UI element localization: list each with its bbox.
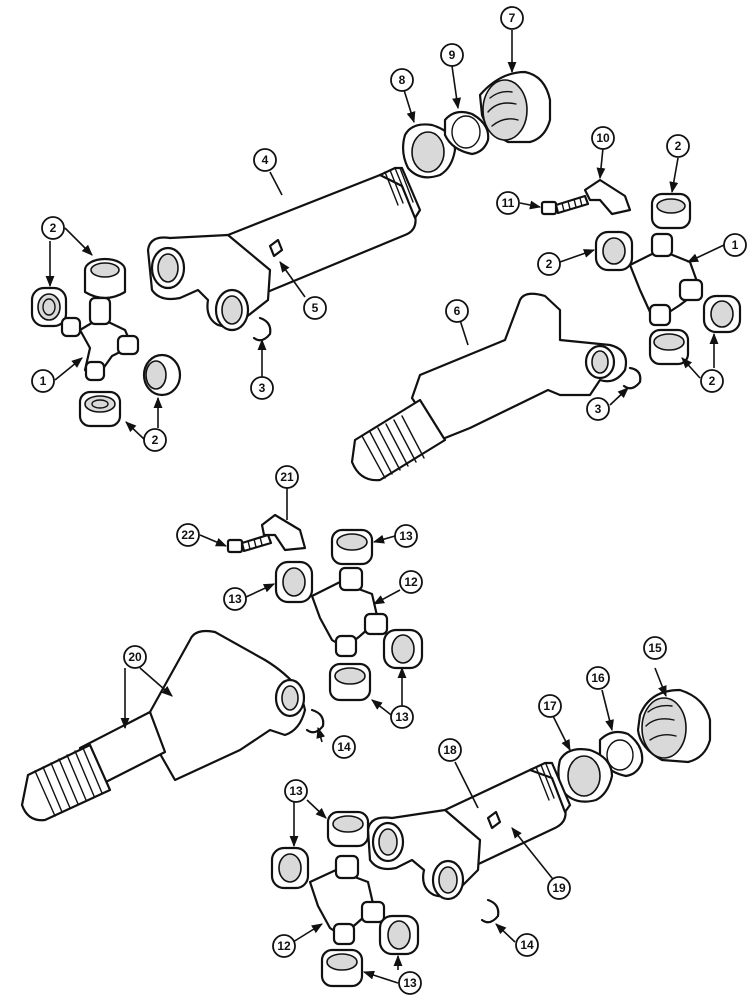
- svg-text:5: 5: [312, 301, 319, 315]
- svg-text:13: 13: [289, 784, 303, 798]
- callout-19: 19: [547, 876, 571, 900]
- callout-17: 17: [538, 694, 562, 718]
- bolt-22: [226, 533, 273, 554]
- svg-text:14: 14: [337, 740, 351, 754]
- slip-yoke-6: [350, 292, 628, 482]
- svg-text:13: 13: [228, 592, 242, 606]
- callout-13: 13: [390, 705, 414, 729]
- callout-22: 22: [176, 523, 200, 547]
- callout-18: 18: [438, 738, 462, 762]
- svg-text:11: 11: [502, 196, 515, 210]
- callout-13: 13: [398, 971, 422, 995]
- callout-5: 5: [303, 296, 327, 320]
- callout-15: 15: [643, 636, 667, 660]
- svg-text:2: 2: [152, 433, 159, 447]
- callout-13: 13: [284, 779, 308, 803]
- svg-text:9: 9: [449, 48, 456, 62]
- svg-text:13: 13: [403, 976, 417, 990]
- svg-text:4: 4: [262, 153, 269, 167]
- callout-13: 13: [394, 524, 418, 548]
- svg-text:18: 18: [443, 743, 457, 757]
- callout-3: 3: [250, 376, 274, 400]
- svg-text:17: 17: [543, 699, 557, 713]
- svg-text:7: 7: [509, 11, 516, 25]
- svg-text:20: 20: [128, 650, 142, 664]
- bolt-11: [540, 194, 590, 216]
- svg-text:16: 16: [591, 671, 605, 685]
- ring-8: [401, 123, 457, 179]
- svg-text:3: 3: [595, 402, 602, 416]
- callout-2: 2: [700, 369, 724, 393]
- callout-14: 14: [515, 933, 539, 957]
- callout-21: 21: [275, 465, 299, 489]
- svg-text:14: 14: [520, 938, 534, 952]
- svg-text:10: 10: [596, 131, 610, 145]
- svg-text:12: 12: [404, 575, 418, 589]
- upper-left-universal-joint: [30, 257, 182, 428]
- svg-text:2: 2: [50, 221, 57, 235]
- upper-right-universal-joint: [540, 178, 742, 390]
- shaft-20: [20, 629, 325, 822]
- leader-lines: [45, 30, 725, 984]
- callout-1: 1: [723, 233, 747, 257]
- callout-3: 3: [586, 397, 610, 421]
- svg-text:13: 13: [399, 529, 413, 543]
- yoke-shaft-4: [146, 166, 422, 342]
- yoke-shaft-18: [366, 761, 572, 924]
- callout-11: 11: [496, 191, 520, 215]
- callout-12: 12: [399, 570, 423, 594]
- callout-7: 7: [500, 6, 524, 30]
- svg-text:1: 1: [40, 374, 47, 388]
- sleeve-15: [636, 688, 712, 764]
- svg-text:2: 2: [675, 139, 682, 153]
- ring-9: [443, 110, 490, 156]
- svg-text:12: 12: [277, 939, 291, 953]
- callout-1: 1: [31, 369, 55, 393]
- strap-10: [583, 178, 632, 216]
- callout-12: 12: [272, 934, 296, 958]
- callout-2: 2: [666, 134, 690, 158]
- svg-text:15: 15: [648, 641, 662, 655]
- svg-text:22: 22: [181, 528, 195, 542]
- svg-text:21: 21: [280, 470, 294, 484]
- svg-text:3: 3: [259, 381, 266, 395]
- svg-text:2: 2: [709, 374, 716, 388]
- sleeve-7: [478, 70, 552, 144]
- svg-text:1: 1: [732, 238, 739, 252]
- callout-13: 13: [223, 587, 247, 611]
- ring-17: [557, 748, 614, 803]
- callout-4: 4: [253, 148, 277, 172]
- callout-14: 14: [332, 735, 356, 759]
- callout-2: 2: [41, 216, 65, 240]
- callout-8: 8: [390, 68, 414, 92]
- callout-2: 2: [537, 252, 561, 276]
- svg-text:13: 13: [395, 710, 409, 724]
- callout-10: 10: [591, 126, 615, 150]
- callout-20: 20: [123, 645, 147, 669]
- callout-6: 6: [445, 299, 469, 323]
- callout-9: 9: [440, 43, 464, 67]
- callout-2: 2: [143, 428, 167, 452]
- lower-universal-joint: [270, 810, 420, 988]
- middle-universal-joint: [226, 513, 424, 702]
- bearing-cup-icon: [30, 286, 68, 328]
- svg-text:2: 2: [546, 257, 553, 271]
- svg-text:8: 8: [399, 73, 406, 87]
- svg-text:6: 6: [454, 304, 461, 318]
- svg-text:19: 19: [552, 881, 566, 895]
- callout-16: 16: [586, 666, 610, 690]
